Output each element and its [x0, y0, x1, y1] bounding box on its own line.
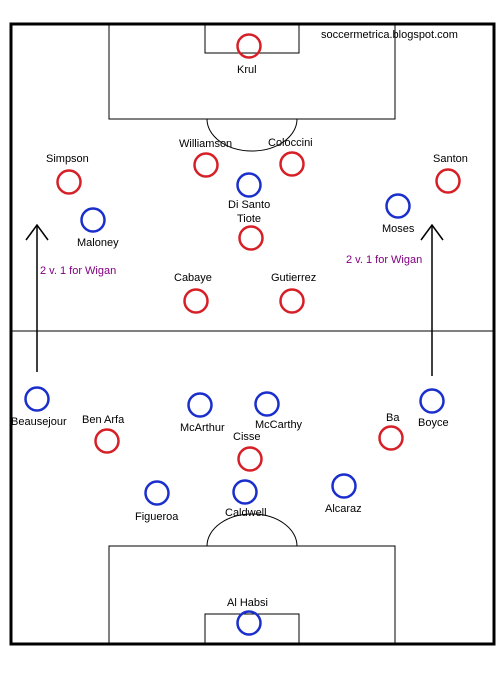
away-player-label-maloney: Maloney — [77, 237, 119, 249]
home-player-label-santon: Santon — [433, 153, 468, 165]
bottom-penalty-arc — [206, 513, 298, 547]
away-player-label-figueroa: Figueroa — [135, 511, 179, 523]
home-player-label-krul: Krul — [237, 64, 257, 76]
home-player-marker-cisse — [237, 446, 263, 472]
away-player-marker-mccarthy — [254, 391, 280, 417]
home-player-marker-ben-arfa — [94, 428, 120, 454]
away-player-label-al-habsi: Al Habsi — [227, 597, 268, 609]
home-player-marker-cabaye — [183, 288, 209, 314]
bottom-penalty-area — [108, 545, 396, 645]
bottom-goal-area — [204, 613, 300, 645]
left-arrow — [25, 223, 49, 372]
away-player-marker-figueroa — [144, 480, 170, 506]
annotation-right: 2 v. 1 for Wigan — [346, 254, 422, 266]
pitch-boundary — [9, 22, 496, 646]
away-player-marker-beausejour — [24, 386, 50, 412]
home-player-marker-tiote — [238, 225, 264, 251]
away-player-marker-caldwell — [232, 479, 258, 505]
home-player-marker-ba — [378, 425, 404, 451]
away-player-marker-moses — [385, 193, 411, 219]
top-goal-area — [204, 23, 300, 54]
away-player-marker-alcaraz — [331, 473, 357, 499]
home-player-label-ba: Ba — [386, 412, 400, 424]
away-player-label-beausejour: Beausejour — [11, 416, 67, 428]
home-player-marker-coloccini — [279, 151, 305, 177]
home-player-label-tiote: Tiote — [237, 213, 261, 225]
home-player-label-williamson: Williamson — [179, 138, 232, 150]
away-player-label-boyce: Boyce — [418, 417, 449, 429]
home-player-marker-simpson — [56, 169, 82, 195]
home-player-label-cisse: Cisse — [233, 431, 261, 443]
home-player-marker-krul — [236, 33, 262, 59]
away-player-label-di-santo: Di Santo — [228, 199, 270, 211]
credit-text: soccermetrica.blogspot.com — [321, 29, 458, 41]
home-player-label-cabaye: Cabaye — [174, 272, 212, 284]
away-player-label-moses: Moses — [382, 223, 415, 235]
away-player-label-caldwell: Caldwell — [225, 507, 267, 519]
home-player-label-coloccini: Coloccini — [268, 137, 313, 149]
home-player-label-gutierrez: Gutierrez — [271, 272, 316, 284]
away-player-marker-maloney — [80, 207, 106, 233]
home-player-marker-gutierrez — [279, 288, 305, 314]
away-player-label-mccarthy: McCarthy — [255, 419, 303, 431]
home-player-label-simpson: Simpson — [46, 153, 89, 165]
home-player-marker-santon — [435, 168, 461, 194]
away-player-marker-boyce — [419, 388, 445, 414]
away-player-label-alcaraz: Alcaraz — [325, 503, 362, 515]
away-player-marker-di-santo — [236, 172, 262, 198]
away-player-label-mcarthur: McArthur — [180, 422, 225, 434]
right-arrow — [420, 223, 444, 376]
top-penalty-arc — [206, 118, 298, 152]
away-player-marker-al-habsi — [236, 610, 262, 636]
home-player-label-ben-arfa: Ben Arfa — [82, 414, 125, 426]
annotation-left: 2 v. 1 for Wigan — [40, 265, 116, 277]
away-player-marker-mcarthur — [187, 392, 213, 418]
home-player-marker-williamson — [193, 152, 219, 178]
